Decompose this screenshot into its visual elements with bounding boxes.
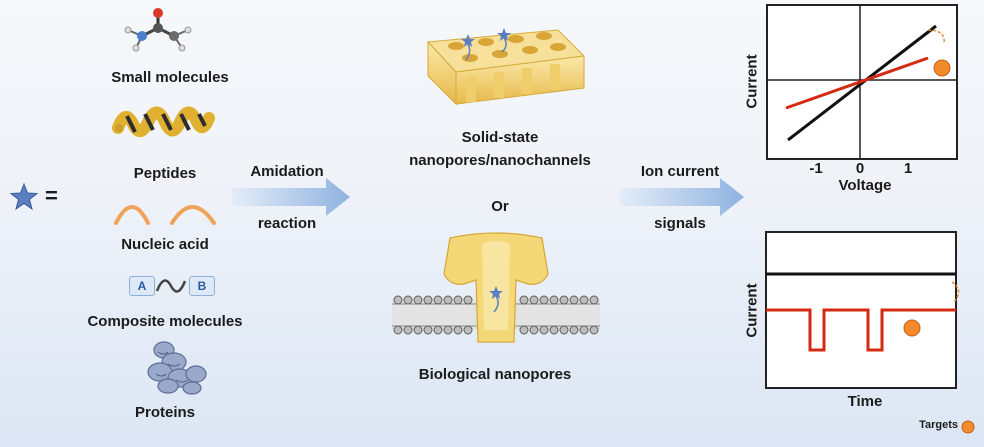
proteins-label: Proteins [134,404,195,421]
nucleic-acid-label: Nucleic acid [121,236,209,253]
signals-label: signals [654,215,706,232]
ion-current-label: Ion current [640,163,720,180]
iv-xtick-0: 0 [855,160,865,177]
targets-label: Targets [919,419,958,431]
star-icon [9,182,39,211]
iv-ylabel: Current [743,54,761,109]
amidation-label: Amidation [250,163,324,180]
protein-icon [147,341,207,395]
targets-icon [961,420,975,434]
composite-molecules-label: Composite molecules [87,313,243,330]
iv-shift-arrow [927,29,945,45]
peptide-helix-icon [112,106,215,137]
solid-state-nanochannel-icon [426,28,586,106]
amidation-arrow [232,178,350,216]
iv-line-baseline [787,24,937,142]
composite-molecule-icon: A B [129,276,217,296]
composite-tag-b: B [189,276,215,296]
biological-nanopore-icon [392,232,600,343]
reaction-label: reaction [257,215,317,232]
biological-nanopores-label: Biological nanopores [418,366,572,383]
iv-xtick-minus1: -1 [809,160,823,177]
trace-ylabel: Current [743,283,761,338]
composite-tag-a: A [129,276,155,296]
peptides-label: Peptides [133,165,197,182]
iv-xlabel: Voltage [838,177,892,194]
linker-icon [155,279,187,293]
small-molecules-label: Small molecules [111,69,229,86]
solid-state-label-line1: Solid-state [461,129,539,146]
current-trace-plot [765,231,960,389]
iv-xtick-1: 1 [903,160,913,177]
iv-plot [768,6,956,158]
iv-line-with-target [785,56,929,110]
trace-xlabel: Time [847,393,883,410]
trace-shift-arrow [951,281,960,303]
iv-target-icon [933,59,951,77]
trace-signal [766,308,956,352]
nucleic-acid-wave-icon [114,205,216,225]
solid-state-label-line2: nanopores/nanochannels [409,152,591,169]
or-label: Or [491,198,509,215]
equals-sign: = [45,183,58,208]
ion-current-arrow [620,178,744,216]
small-molecule-icon [124,8,192,52]
trace-target-icon [903,319,921,337]
